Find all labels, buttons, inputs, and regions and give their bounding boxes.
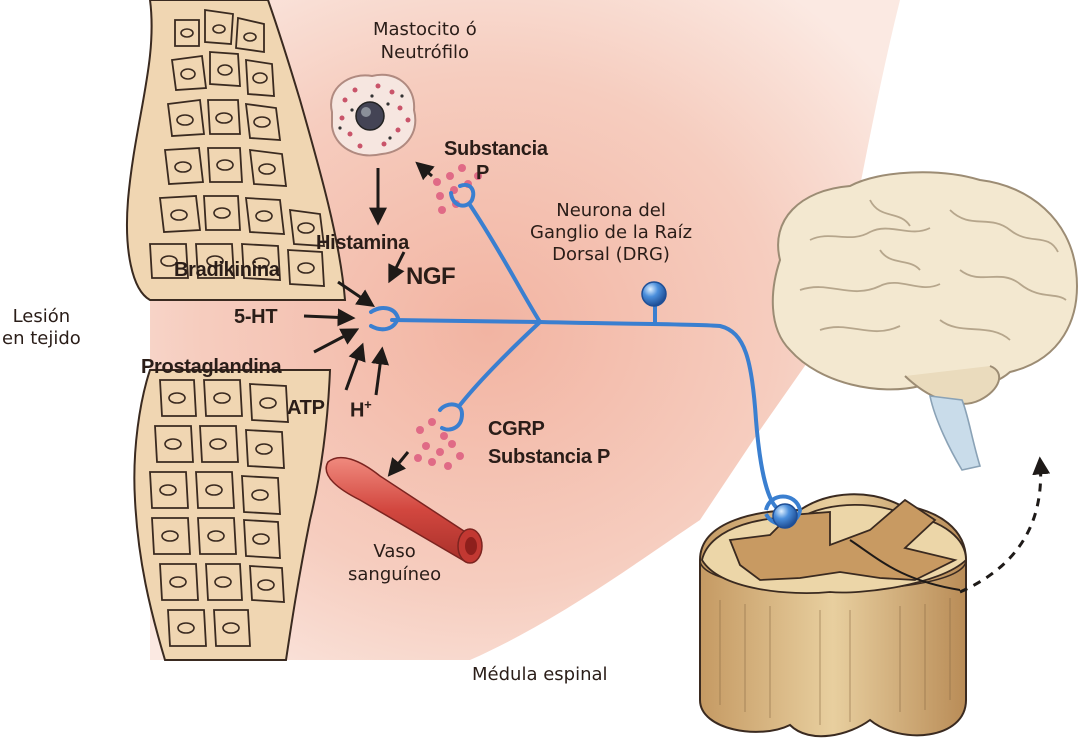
mast-cell-label-line1: Mastocito ó — [373, 18, 477, 41]
atp-label: ATP — [287, 397, 325, 420]
cgrp-label: CGRP — [488, 418, 545, 441]
tissue-injury-label: Lesión en tejido — [2, 306, 81, 350]
blood-vessel-line1: Vaso — [348, 540, 441, 563]
blood-vessel-label: Vaso sanguíneo — [348, 540, 441, 586]
mast-cell-label: Mastocito ó Neutrófilo — [373, 18, 477, 64]
substance-p-top-label: Substancia P — [444, 137, 548, 185]
serotonin-label: 5-HT — [234, 306, 277, 329]
histamine-label: Histamina — [316, 232, 409, 255]
drg-neuron-label: Neurona del Ganglio de la Raíz Dorsal (D… — [530, 200, 692, 266]
substance-p-top-line1: Substancia — [444, 137, 548, 161]
substance-p-bottom-label: Substancia P — [488, 446, 610, 469]
drg-neuron-label-line1: Neurona del — [530, 200, 692, 222]
spinal-cord — [700, 494, 966, 736]
proton-charge: + — [364, 397, 371, 412]
prostaglandin-label: Prostaglandina — [141, 356, 281, 379]
mast-cell — [331, 75, 415, 156]
proton-symbol: H — [350, 400, 364, 422]
bradykinin-label: Bradikinina — [174, 259, 280, 282]
ascending-pathway-arrow — [960, 460, 1041, 592]
drg-neuron-label-line2: Ganglio de la Raíz — [530, 222, 692, 244]
tissue-injury-line2: en tejido — [2, 328, 81, 350]
brain — [773, 172, 1077, 470]
drg-soma-icon — [642, 282, 666, 306]
substance-p-top-line2: P — [444, 161, 548, 185]
mast-cell-label-line2: Neutrófilo — [373, 41, 477, 64]
blood-vessel-line2: sanguíneo — [348, 563, 441, 586]
proton-label: H+ — [350, 397, 371, 423]
tissue-injury-line1: Lesión — [2, 306, 81, 328]
ngf-label: NGF — [406, 263, 455, 291]
spinal-cord-label: Médula espinal — [472, 664, 608, 685]
drg-neuron-label-line3: Dorsal (DRG) — [530, 244, 692, 266]
